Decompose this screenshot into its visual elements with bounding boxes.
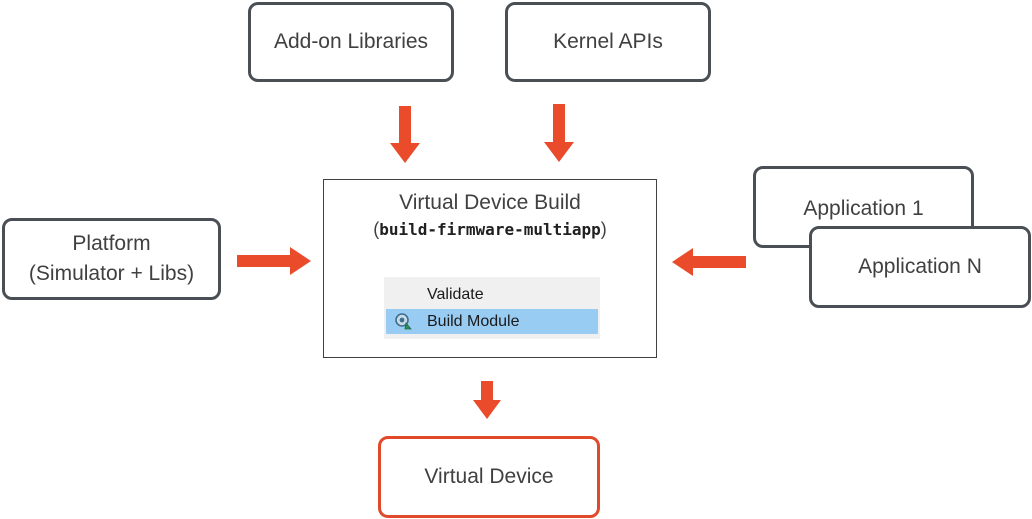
menu-item-validate-label: Validate [427, 286, 484, 303]
subtitle-open-paren: ( [373, 219, 380, 239]
application-1-label: Application 1 [803, 197, 924, 220]
virtual-device-label: Virtual Device [424, 465, 554, 488]
addon-libraries-box: Add-on Libraries [248, 2, 454, 82]
build-module-icon [394, 312, 414, 332]
menu-item-validate[interactable]: Validate [386, 282, 598, 307]
application-n-label: Application N [858, 255, 982, 278]
application-n-box: Application N [809, 226, 1031, 308]
platform-box: Platform (Simulator + Libs) [2, 218, 221, 300]
arrow-kernel-to-build [544, 104, 574, 162]
platform-sublabel: (Simulator + Libs) [28, 262, 195, 285]
build-box-title: Virtual Device Build [399, 191, 581, 214]
kernel-apis-label: Kernel APIs [553, 30, 663, 53]
menu-item-build-module-label: Build Module [427, 313, 520, 330]
virtual-device-build-box: Virtual Device Build (build-firmware-mul… [323, 179, 657, 358]
addon-libraries-label: Add-on Libraries [273, 30, 429, 53]
menu-item-build-module[interactable]: Build Module [386, 309, 598, 334]
virtual-device-box: Virtual Device [378, 436, 600, 518]
kernel-apis-box: Kernel APIs [505, 2, 711, 82]
arrow-build-to-virtual-device [473, 381, 501, 419]
arrow-platform-to-build [237, 247, 311, 275]
platform-label: Platform [72, 232, 151, 255]
build-box-subtitle: (build-firmware-multiapp) [324, 219, 656, 240]
arrow-addon-to-build [390, 106, 420, 163]
context-menu: Validate Build Module [384, 277, 600, 339]
subtitle-close-paren: ) [600, 219, 607, 239]
arrow-applications-to-build [672, 248, 746, 276]
build-command: build-firmware-multiapp [379, 220, 601, 239]
